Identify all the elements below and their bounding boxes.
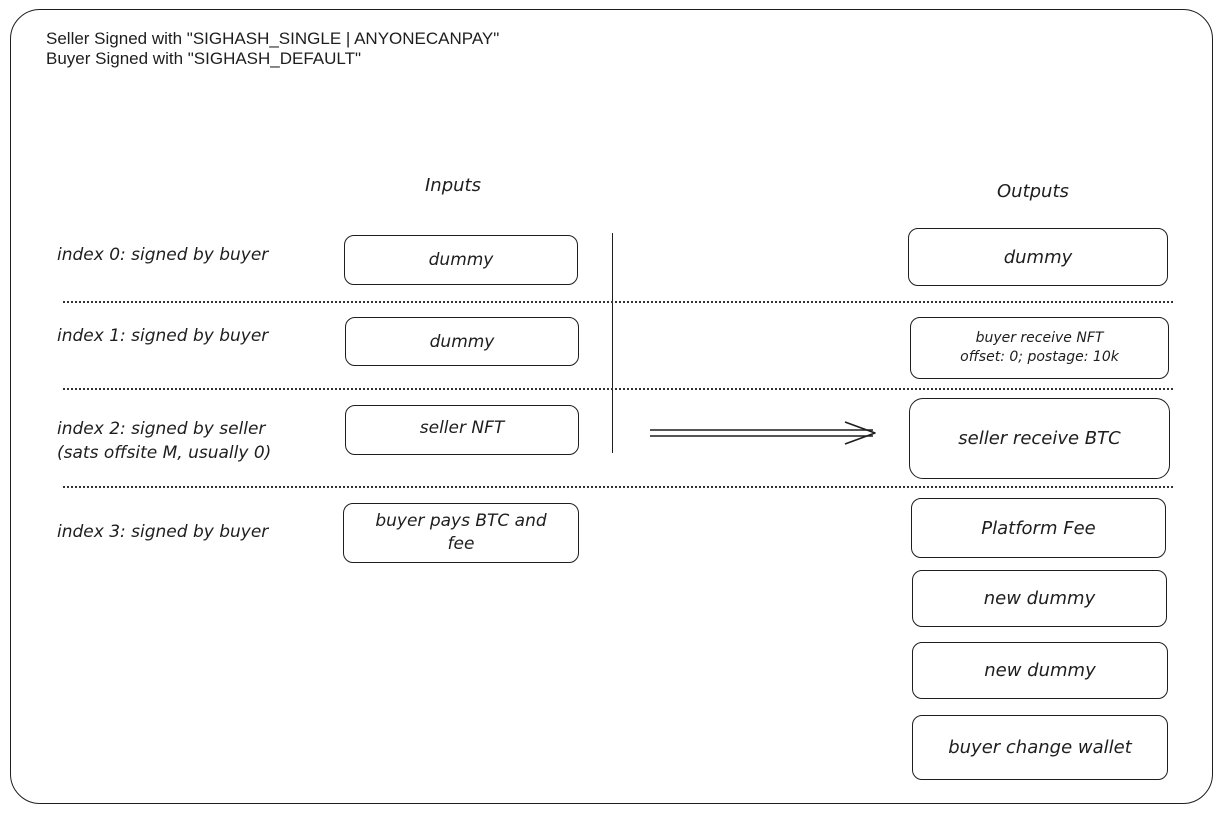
output-1-box: buyer receive NFT offset: 0; postage: 10… bbox=[910, 317, 1169, 379]
input-2-box: seller NFT bbox=[345, 405, 579, 455]
output-1-line1: buyer receive NFT bbox=[975, 330, 1104, 346]
input-3-box-line2: fee bbox=[447, 534, 475, 554]
output-2-text: seller receive BTC bbox=[958, 428, 1121, 449]
buyer-sighash-note: Buyer Signed with "SIGHASH_DEFAULT" bbox=[46, 49, 362, 68]
input-0-box: dummy bbox=[344, 235, 578, 285]
input-2-label: index 2: signed by seller (sats offsite … bbox=[57, 417, 271, 465]
inputs-outputs-divider bbox=[612, 233, 613, 453]
input-3-label: index 3: signed by buyer bbox=[57, 522, 269, 542]
output-1-line2: offset: 0; postage: 10k bbox=[960, 349, 1119, 365]
seller-sighash-note: Seller Signed with "SIGHASH_SINGLE | ANY… bbox=[46, 29, 500, 48]
output-3-box: Platform Fee bbox=[911, 498, 1166, 558]
outputs-title: Outputs bbox=[997, 181, 1069, 202]
diagram-frame bbox=[10, 9, 1213, 804]
seller-to-btc-arrow bbox=[650, 421, 876, 445]
output-3-text: Platform Fee bbox=[981, 517, 1096, 539]
inputs-title: Inputs bbox=[425, 175, 481, 196]
input-3-box: buyer pays BTC and fee bbox=[343, 503, 579, 563]
input-0-box-text: dummy bbox=[428, 250, 494, 270]
output-5-text: new dummy bbox=[984, 660, 1096, 681]
row-separator-1 bbox=[63, 301, 1173, 303]
output-0-text: dummy bbox=[1003, 246, 1073, 268]
input-1-label: index 1: signed by buyer bbox=[57, 326, 269, 346]
input-3-box-line1: buyer pays BTC and bbox=[375, 511, 547, 531]
output-5-box: new dummy bbox=[912, 642, 1168, 699]
output-0-box: dummy bbox=[908, 228, 1168, 286]
input-1-box-text: dummy bbox=[429, 331, 495, 352]
output-6-text: buyer change wallet bbox=[948, 737, 1132, 758]
output-4-text: new dummy bbox=[983, 588, 1096, 609]
input-1-box: dummy bbox=[345, 317, 579, 366]
input-2-box-text: seller NFT bbox=[419, 418, 505, 438]
row-separator-2 bbox=[63, 388, 1173, 390]
output-2-box: seller receive BTC bbox=[909, 398, 1170, 479]
output-4-box: new dummy bbox=[912, 570, 1167, 627]
input-2-label-line1: index 2: signed by seller bbox=[57, 419, 266, 439]
header-notes: Seller Signed with "SIGHASH_SINGLE | ANY… bbox=[46, 29, 499, 69]
row-separator-3 bbox=[63, 486, 1173, 488]
input-2-label-line2: (sats offsite M, usually 0) bbox=[57, 443, 272, 463]
output-6-box: buyer change wallet bbox=[912, 715, 1168, 780]
input-0-label: index 0: signed by buyer bbox=[57, 245, 269, 265]
